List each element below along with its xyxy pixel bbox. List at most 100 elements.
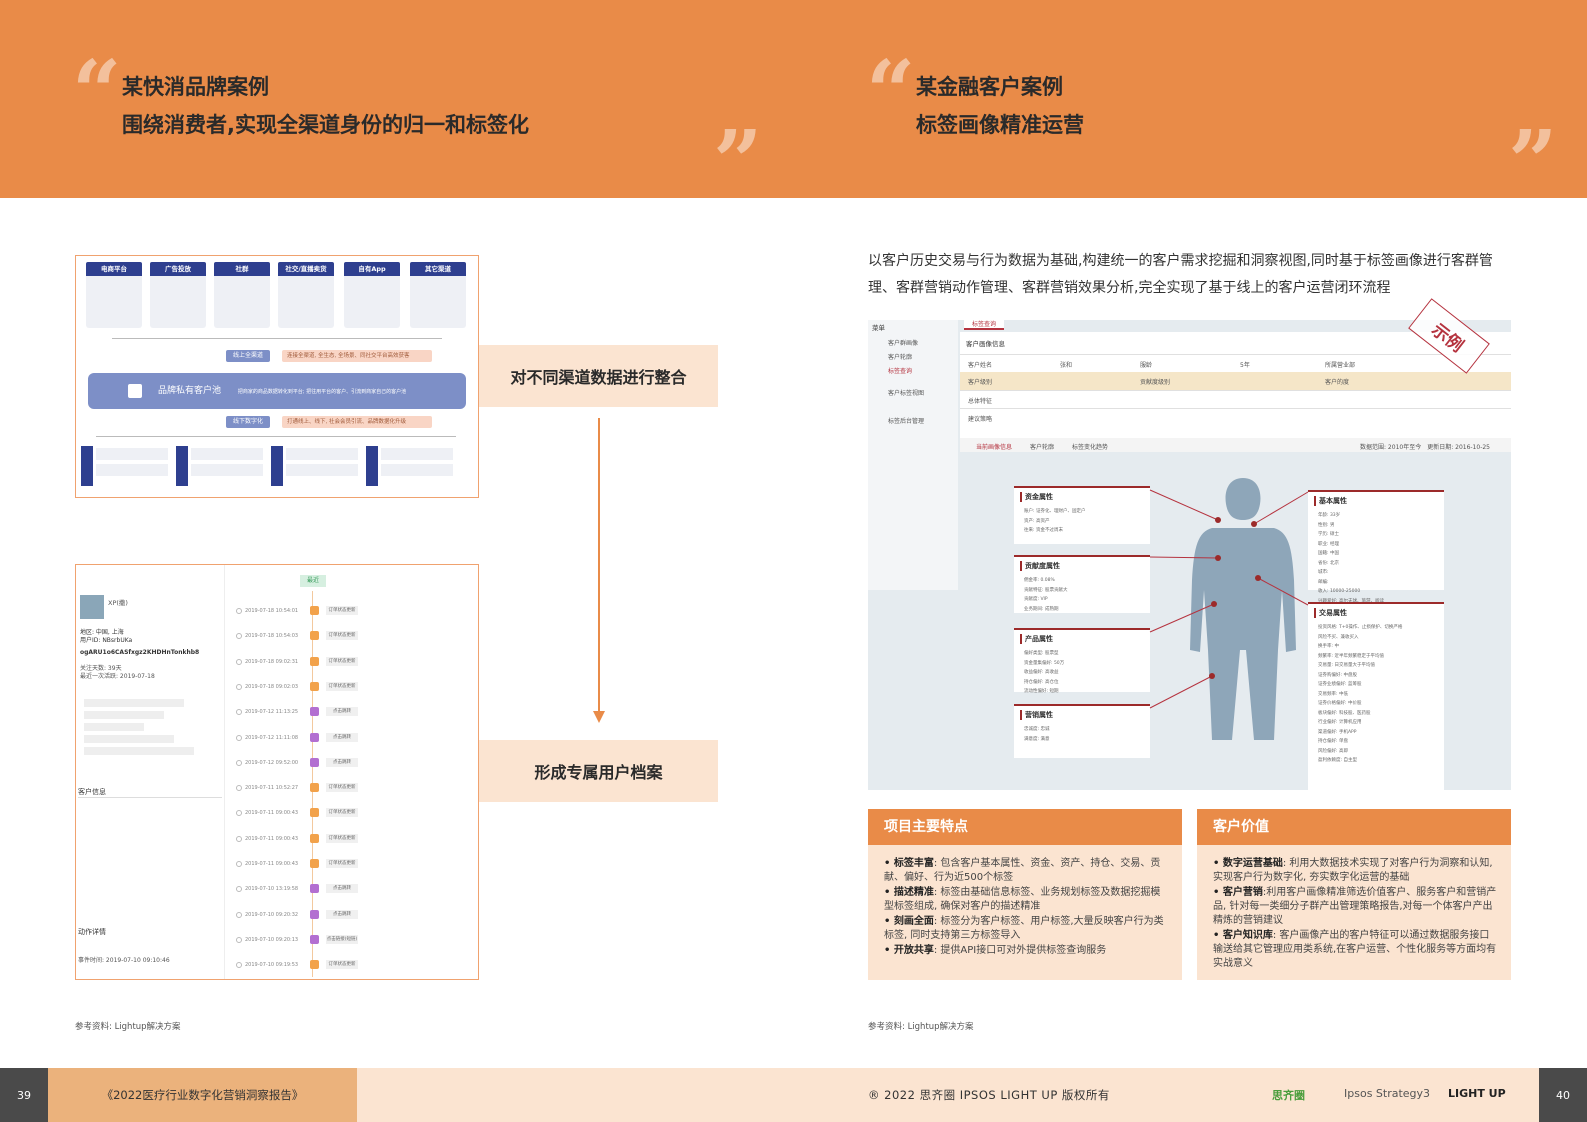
timeline-date: 2019-07-18 09:02:03: [245, 683, 299, 690]
event-icon: [310, 631, 319, 641]
bottom-cell: [381, 464, 453, 476]
attr-card-title: 交易属性: [1314, 608, 1347, 618]
clock-icon: [236, 759, 242, 766]
attr-line: 交易频率: 中低: [1318, 691, 1348, 697]
bottom-group: [81, 446, 169, 486]
bullet-label: • 客户营销: [1213, 887, 1263, 898]
bullet-text: : 标签分为客户标签、用户标签,大量反映客户行为类标签, 同时支持第三方标签导入: [884, 916, 1164, 941]
right-title-line2: 标签画像精准运营: [916, 113, 1084, 137]
person-silhouette-icon: [1190, 478, 1296, 740]
bullet-label: • 数字运营基础: [1213, 858, 1283, 869]
attr-line: 年龄: 33岁: [1318, 513, 1341, 518]
timeline-tag: 点击跳转: [326, 732, 358, 742]
channel-card: 社群: [214, 262, 270, 328]
attr-card-funds: 资金属性账户: 证券化、理财户、固定户资产: 高资产往来: 资金不过周末: [1014, 486, 1150, 544]
timeline-date: 2019-07-10 09:20:13: [245, 936, 299, 943]
clock-icon: [236, 810, 242, 817]
bullet-item: • 刻画全面: 标签分为客户标签、用户标签,大量反映客户行为类标签, 同时支持第…: [884, 915, 1170, 943]
clock-icon: [236, 835, 242, 842]
breadcrumb-item[interactable]: 客户轮廓: [1030, 444, 1055, 451]
attr-line: 资金量集偏好: 50万: [1024, 660, 1065, 666]
timeline-tag: 订单状态更新: [326, 606, 358, 615]
timeline-date: 2019-07-10 09:20:32: [245, 911, 299, 918]
bottom-group-tag: [366, 446, 378, 486]
value-box: 客户价值 • 数字运营基础: 利用大数据技术实现了对客户行为洞察和认知, 实现客…: [1197, 809, 1511, 980]
event-icon: [310, 833, 319, 843]
timeline-date: 2019-07-18 10:54:01: [245, 608, 299, 614]
bottom-group: [271, 446, 359, 486]
bullet-item: • 描述精准: 标签由基础信息标签、业务规划标签及数据挖掘模型标签组成, 确保对…: [884, 886, 1170, 914]
timeline-tag: 订单状态更新: [326, 808, 358, 818]
value-list: • 数字运营基础: 利用大数据技术实现了对客户行为洞察和认知, 实现客户行为数字…: [1197, 845, 1511, 971]
info-row: 建议策略: [960, 408, 1511, 426]
description-text: 以客户历史交易与行为数据为基础,构建统一的客户需求挖掘和洞察视图,同时基于标签画…: [868, 253, 1493, 296]
attr-line: 国籍: 中国: [1318, 551, 1339, 556]
breadcrumb-item[interactable]: 标签变化趋势: [1072, 444, 1109, 451]
sidebar-item[interactable]: 客户轮廓: [888, 354, 913, 361]
channel-title: 广告投放: [150, 262, 206, 276]
bullet-label: • 标签丰富: [884, 858, 934, 869]
channel-card: 电商平台: [86, 262, 142, 328]
tag-chip: [84, 699, 184, 707]
attr-card-title: 基本属性: [1314, 496, 1347, 506]
attr-line: 盈利依赖度: 自主型: [1318, 758, 1357, 763]
sidebar-item[interactable]: 标签后台管理: [888, 418, 925, 425]
event-icon: [310, 884, 319, 894]
timeline-date: 2019-07-11 09:00:43: [245, 835, 299, 842]
profile-user-name: XP(撒): [108, 599, 128, 607]
timeline-tag: 点击跳转: [326, 707, 358, 717]
profile-openid: ogARU1o6CASfxgz2KHDHnTonkhb8: [80, 649, 200, 656]
event-icon: [310, 909, 319, 919]
bullet-item: • 客户营销:利用客户画像精准筛选价值客户、服务客户和营销产品, 针对每一类细分…: [1213, 886, 1499, 928]
tag-list: [84, 699, 194, 773]
timeline-tag: 点击链接(短链): [326, 934, 358, 944]
event-icon: [310, 808, 319, 818]
bottom-cell: [191, 448, 263, 460]
ipsos-strategy3-logo: Ipsos Strategy3: [1344, 1087, 1431, 1100]
bullet-item: • 标签丰富: 包含客户基本属性、资金、资产、持仓、交易、贡献、偏好、行为近50…: [884, 857, 1170, 885]
sidebar-item[interactable]: 客户群画像: [888, 340, 919, 347]
attr-line: 兴趣爱好: 高尔夫球、旅游、阅读: [1318, 598, 1384, 604]
action-time: 事件时间: 2019-07-10 09:10:46: [78, 957, 170, 964]
sidebar-item[interactable]: 客户标签视图: [888, 390, 925, 397]
attr-line: 职业: 经理: [1318, 541, 1339, 547]
clock-icon: [236, 936, 242, 943]
bottom-group-tag: [271, 446, 283, 486]
timeline-date: 2019-07-18 09:02:31: [245, 658, 299, 665]
breadcrumb-item[interactable]: 当前画像信息: [976, 444, 1013, 451]
channel-title: 电商平台: [86, 262, 142, 276]
tab-recent[interactable]: 最近: [300, 575, 326, 587]
profile-user-id: 用户ID: NBsrbUKa: [80, 637, 133, 644]
channel-card: 其它渠道: [410, 262, 466, 328]
clock-icon: [236, 658, 242, 665]
timeline-date: 2019-07-12 11:13:25: [245, 709, 299, 716]
attr-line: 省份: 北京: [1318, 560, 1339, 566]
connector-line: [112, 338, 442, 339]
field-label: 建议策略: [968, 416, 993, 423]
timeline-date: 2019-07-10 09:19:53: [245, 962, 299, 969]
sidebar-item[interactable]: 标签查询: [888, 368, 913, 375]
bullet-text: : 标签由基础信息标签、业务规划标签及数据挖掘模型标签组成, 确保对客户的描述精…: [884, 887, 1161, 912]
clock-icon: [236, 962, 242, 969]
field-label: 总体特征: [968, 398, 993, 405]
tab-tag-query[interactable]: 标签查询: [964, 320, 1004, 330]
user-profile-screenshot: XP(撒) 地区: 中国, 上海 用户ID: NBsrbUKa ogARU1o6…: [75, 564, 479, 980]
info-row: 客户姓名 张和 服龄 5年 所属营业部: [960, 354, 1511, 372]
attr-line: 收入: 10000-25000: [1318, 589, 1361, 594]
bottom-group: [176, 446, 264, 486]
timeline-tag: 点击跳转: [326, 757, 358, 767]
clock-icon: [236, 709, 242, 716]
feature-list: • 标签丰富: 包含客户基本属性、资金、资产、持仓、交易、贡献、偏好、行为近50…: [868, 845, 1182, 958]
bullet-text: : 利用大数据技术实现了对客户行为洞察和认知, 实现客户行为数字化, 夯实数字化…: [1213, 858, 1493, 883]
clock-icon: [236, 734, 242, 741]
